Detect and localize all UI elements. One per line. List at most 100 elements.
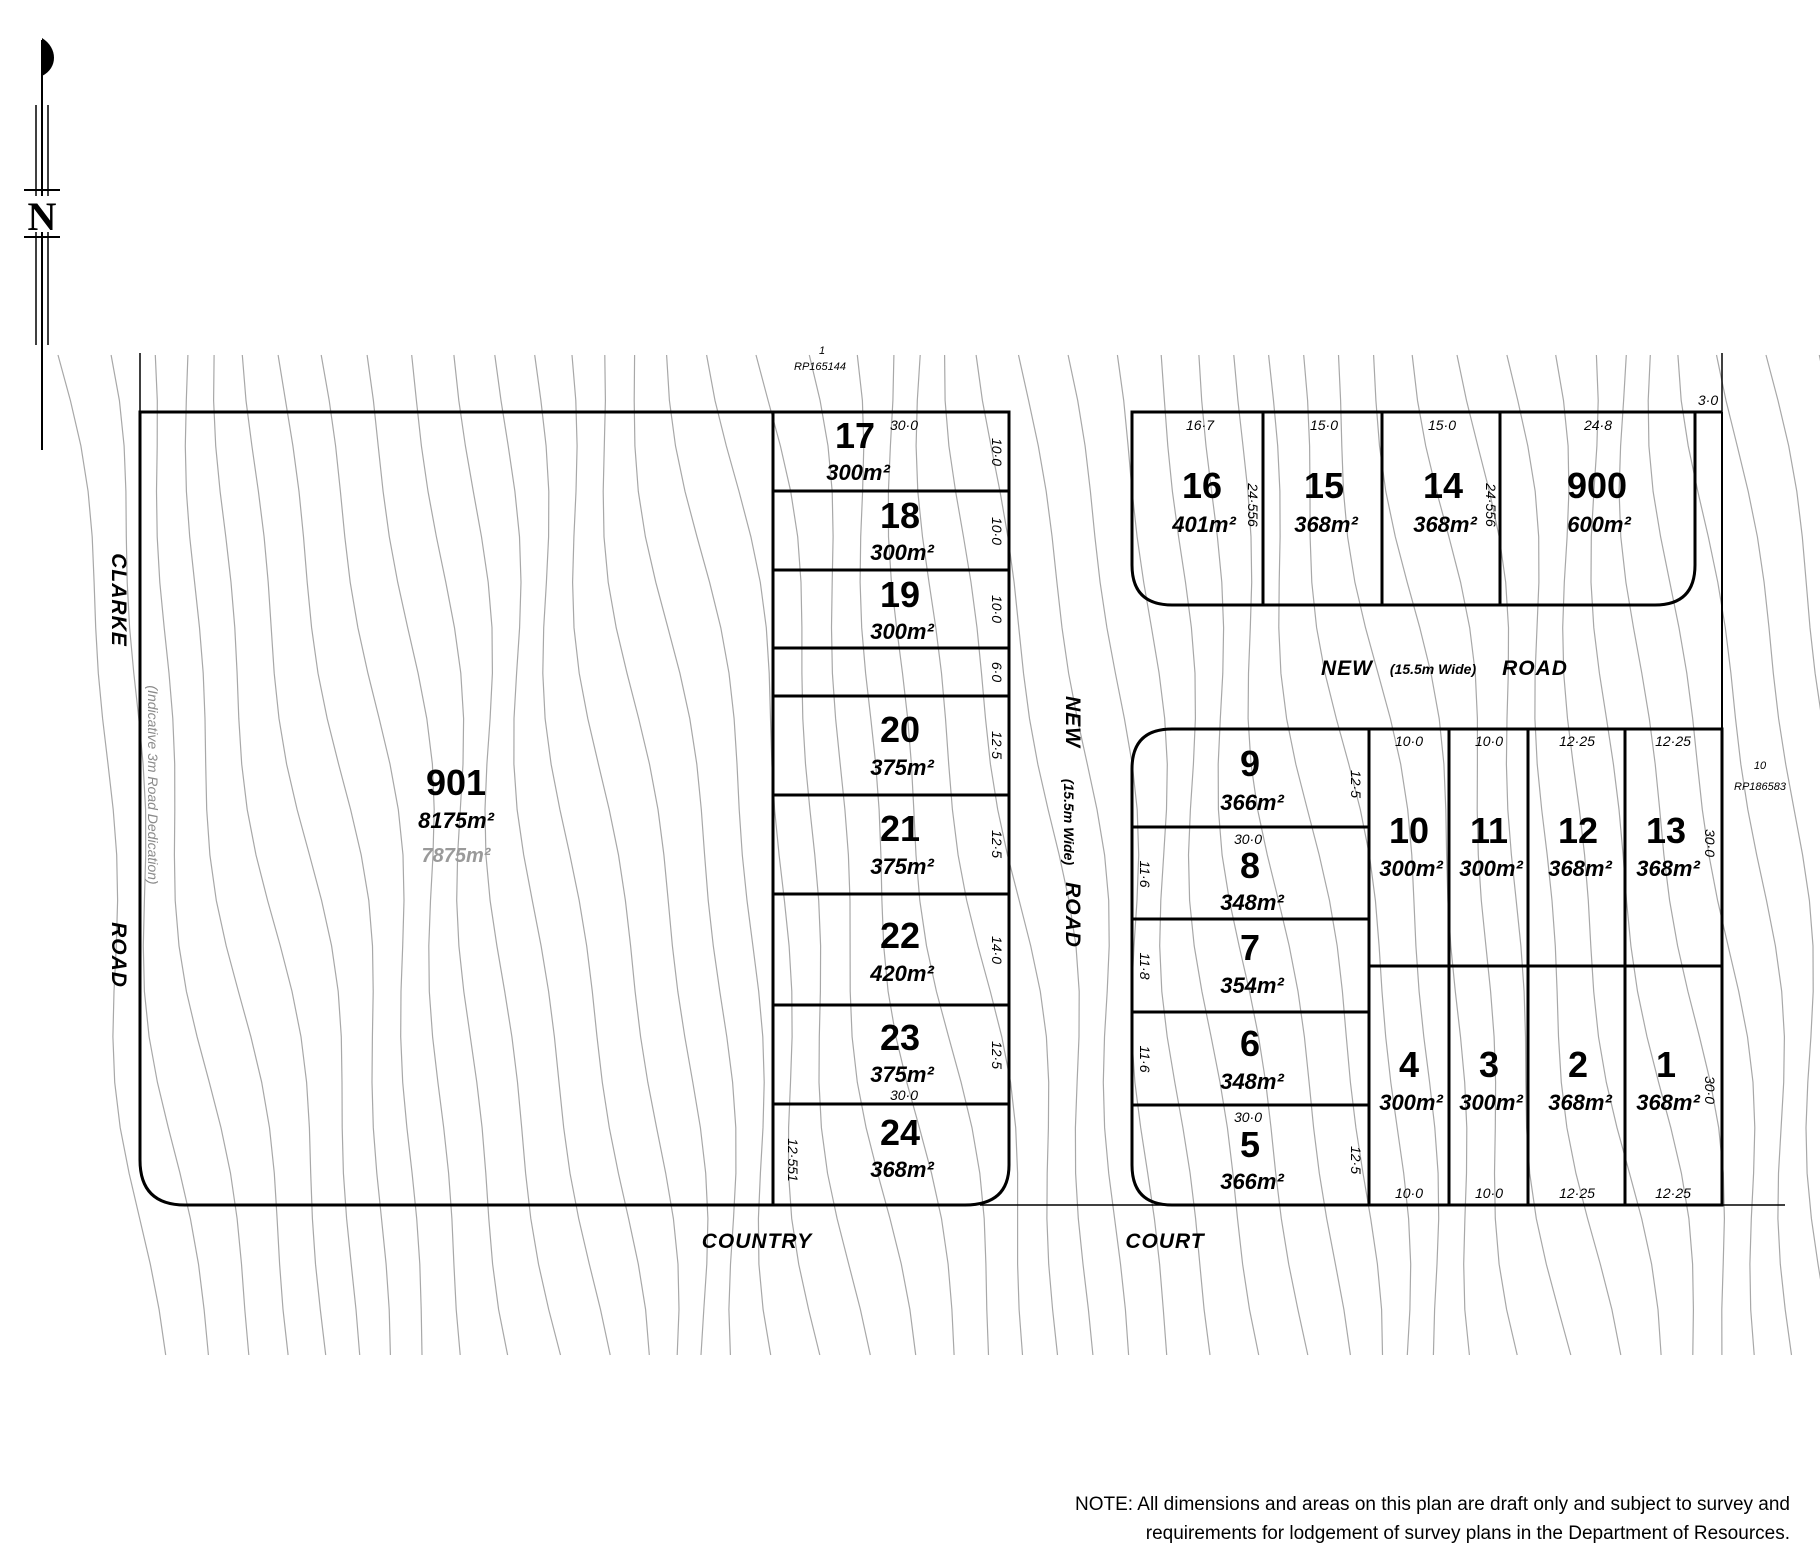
- boundary-dimensions: 30·0 10·0 10·0 10·0 6·0 12·5 12·5 14·0 1…: [785, 392, 1718, 1201]
- lot-7-area: 354m²: [1220, 973, 1284, 998]
- lot-21-area: 375m²: [870, 854, 934, 879]
- dim-16-side: 24·556: [1245, 482, 1261, 527]
- dim-8-top: 30·0: [1234, 831, 1262, 847]
- contour-line: [1506, 354, 1622, 1356]
- dim-6-side: 11·6: [1137, 1046, 1153, 1073]
- lot-12-number: 12: [1558, 810, 1598, 851]
- dim-21-side: 12·5: [989, 830, 1005, 858]
- contour-line: [1765, 354, 1820, 711]
- country-court-word2: COURT: [1125, 1230, 1205, 1253]
- road-labels: CLARKE ROAD (Indicative 3m Road Dedicati…: [107, 553, 1568, 1253]
- dim-7-side: 11·8: [1137, 953, 1153, 980]
- contour-line: [1268, 354, 1384, 1356]
- contour-lines: [57, 354, 1820, 1356]
- dim-5-top: 30·0: [1234, 1109, 1262, 1125]
- lot-11-area: 300m²: [1459, 856, 1523, 881]
- contour-line: [602, 354, 709, 1356]
- lot-15-area: 368m²: [1294, 512, 1358, 537]
- lot-24-number: 24: [880, 1112, 920, 1153]
- lot-901-area: 8175m²: [418, 808, 495, 833]
- lot-900-number: 900: [1567, 465, 1627, 506]
- dim-corner: 3·0: [1698, 392, 1718, 408]
- contour-line: [975, 354, 1094, 1356]
- lot-8-area: 348m²: [1220, 890, 1284, 915]
- lot-22-number: 22: [880, 915, 920, 956]
- dim-4-bottom: 10·0: [1395, 1185, 1423, 1201]
- contour-line: [534, 354, 650, 1356]
- new-road-h-word1: NEW: [1321, 657, 1374, 680]
- lot-10-number: 10: [1389, 810, 1429, 851]
- lot-17-area: 300m²: [826, 460, 890, 485]
- contour-line: [212, 354, 327, 1356]
- dim-23-side: 12·5: [989, 1041, 1005, 1069]
- lot-4-number: 4: [1399, 1044, 1419, 1085]
- lot-14-area: 368m²: [1413, 512, 1477, 537]
- contour-line: [1456, 354, 1572, 1356]
- lot-6-area: 348m²: [1220, 1069, 1284, 1094]
- contour-line: [1160, 354, 1260, 1356]
- contour-line: [706, 354, 821, 1356]
- dim-19-side: 10·0: [989, 595, 1005, 623]
- dim-13-side: 30·0: [1702, 829, 1718, 857]
- lot-18-area: 300m²: [870, 540, 934, 565]
- contour-line: [1116, 354, 1211, 1356]
- lot-3-number: 3: [1479, 1044, 1499, 1085]
- lot-19-area: 300m²: [870, 619, 934, 644]
- dim-17-side: 10·0: [989, 438, 1005, 466]
- lot-3-area: 300m²: [1459, 1090, 1523, 1115]
- dim-5-side: 12·5: [1348, 1146, 1364, 1174]
- contour-line: [366, 354, 461, 1356]
- dim-16-top: 16·7: [1186, 417, 1215, 433]
- lot-900-area: 600m²: [1567, 512, 1631, 537]
- lot-16-number: 16: [1182, 465, 1222, 506]
- lot-2-area: 368m²: [1548, 1090, 1612, 1115]
- lot-7-number: 7: [1240, 927, 1260, 968]
- lot-5-number: 5: [1240, 1124, 1260, 1165]
- contour-line: [856, 354, 955, 1356]
- dim-24-side: 12·551: [785, 1138, 801, 1182]
- lot-13-area: 368m²: [1636, 856, 1700, 881]
- dim-23-bottom: 30·0: [890, 1087, 918, 1103]
- contour-line: [666, 354, 772, 1356]
- draft-plan-note: NOTE: All dimensions and areas on this p…: [960, 1490, 1790, 1548]
- new-road-h-word2: ROAD: [1502, 657, 1568, 680]
- dim-12-top: 12·25: [1559, 733, 1595, 749]
- contour-line: [571, 354, 680, 1356]
- contour-line: [1590, 354, 1695, 1356]
- contour-line: [1715, 354, 1820, 1280]
- note-line-2: requirements for lodgement of survey pla…: [1145, 1523, 1790, 1544]
- adjoining-parcels: 1 RP165144 10 RP186583: [794, 345, 1787, 793]
- country-court-word1: COUNTRY: [702, 1230, 813, 1253]
- lot-15-number: 15: [1304, 465, 1344, 506]
- lot-9-number: 9: [1240, 743, 1260, 784]
- contour-line: [494, 354, 611, 1356]
- contour-line: [1017, 354, 1130, 1356]
- lot-23-area: 375m²: [870, 1062, 934, 1087]
- lot-20-area: 375m²: [870, 755, 934, 780]
- contour-line: [915, 354, 1024, 1356]
- clarke-road-word1: CLARKE: [107, 553, 130, 647]
- contour-line: [633, 354, 737, 1356]
- lot-19-number: 19: [880, 574, 920, 615]
- lot-17-number: 17: [835, 415, 875, 456]
- lot-22-area: 420m²: [869, 961, 934, 986]
- lot-boundaries: [138, 410, 1724, 1207]
- dim-3-bottom: 10·0: [1475, 1185, 1503, 1201]
- contour-line: [1677, 354, 1793, 1356]
- dim-9-side: 12·5: [1348, 770, 1364, 798]
- north-letter: N: [28, 194, 57, 239]
- lot-21-number: 21: [880, 808, 920, 849]
- dim-8-side: 11·6: [1137, 861, 1153, 888]
- clarke-road-word2: ROAD: [107, 922, 130, 988]
- lot-20-number: 20: [880, 709, 920, 750]
- contour-line: [1233, 354, 1351, 1356]
- contour-line: [1618, 354, 1726, 1356]
- lot-14-number: 14: [1423, 465, 1463, 506]
- lot-16-area: 401m²: [1171, 512, 1236, 537]
- lot-5-area: 366m²: [1220, 1169, 1284, 1194]
- dim-13-top: 12·25: [1655, 733, 1691, 749]
- lot-6-number: 6: [1240, 1023, 1260, 1064]
- adjoining-east-plan: RP186583: [1734, 781, 1787, 793]
- contour-line: [1647, 354, 1756, 1356]
